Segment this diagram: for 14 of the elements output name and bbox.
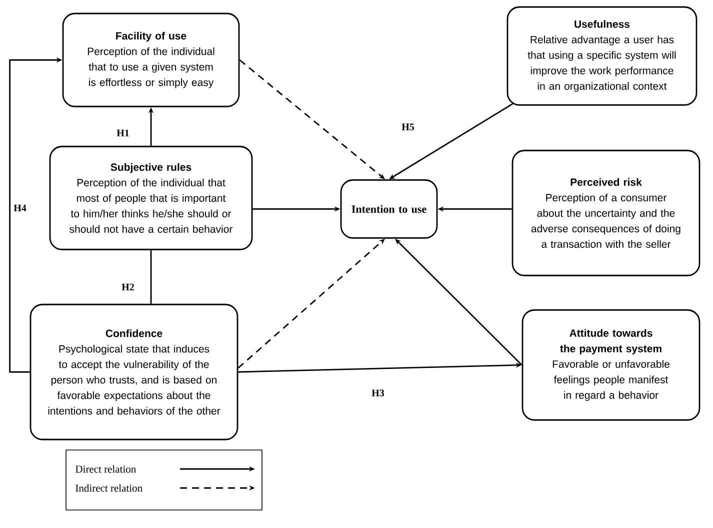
edge-label: H3	[370, 388, 386, 398]
concept-box: Attitude towards the payment system Favorable or unfavorable feelings people manifest in regard a behavior	[522, 309, 700, 421]
legend-text: Direct relation	[76, 465, 136, 473]
concept-box: Perceived risk Perception of a consumer about the uncertainty and the adverse consequences of doing a transaction with the seller	[512, 150, 700, 276]
concept-box: Usefulness Relative advantage a user has that using a specific system will improve the work performance in an organizational context	[506, 6, 698, 106]
concept-box: Facility of use Perception of the individual that to use a given system is effortless or simply easy	[62, 12, 240, 108]
legend-text: Indirect relation	[76, 484, 142, 492]
concept-box: Confidence Psychological state that induces to accept the vulnerability of the person who trusts, and is based on favorable expectations about the intentions and behaviors of the other	[30, 304, 238, 440]
edge-label: H5	[400, 122, 416, 132]
concept-box: Subjective rules Perception of the individual that most of people that is important to him/her thinks he/she should or should not have a certain behavior	[49, 146, 253, 250]
edge-label: H1	[116, 128, 130, 138]
edge-label: H4	[12, 204, 28, 212]
edge-label: H2	[120, 282, 136, 292]
outcome-box: Intention to use	[340, 179, 438, 239]
